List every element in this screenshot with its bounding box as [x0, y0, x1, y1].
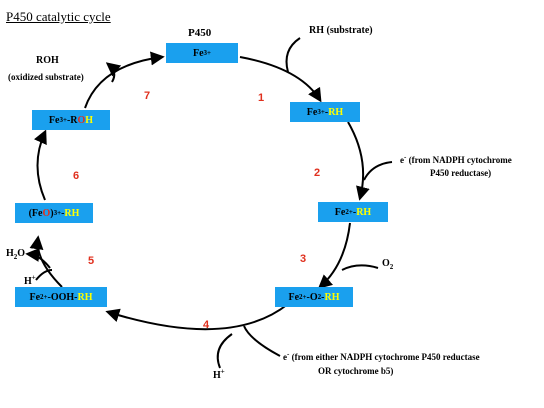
state-fe3-roh-h: H — [85, 114, 94, 126]
arrow-electron1-in — [363, 161, 393, 181]
arrow-step-6 — [33, 129, 47, 201]
state-fe2-rh-substrate: RH — [356, 206, 372, 218]
state-fe3-rh-base: Fe — [306, 106, 318, 118]
step-number-5: 5 — [88, 255, 95, 267]
arrow-proton1-in — [35, 269, 53, 281]
state-fe2-rh-base: Fe — [334, 206, 346, 218]
water-o: O — [17, 248, 26, 259]
state-feo-rh-substrate: RH — [64, 207, 80, 219]
step-number-3: 3 — [300, 253, 307, 265]
water-subscript: 2 — [13, 253, 18, 261]
arrow-electron2-in — [243, 325, 281, 357]
state-feo-rh-sep: - — [61, 207, 65, 219]
step-number-7: 7 — [144, 90, 151, 102]
electron2-source-line1: (from either NADPH cytochrome P450 reduc… — [291, 352, 480, 362]
proton2-charge: + — [220, 367, 225, 376]
state-fe3-roh-r: -R — [66, 114, 78, 126]
electron1-charge: - — [404, 153, 407, 161]
state-fe2-ooh-rh-base: Fe — [29, 291, 41, 303]
arrow-step-1 — [239, 56, 322, 103]
proton1-charge: + — [31, 273, 36, 282]
product-note: (oxidized substrate) — [8, 72, 84, 82]
state-fe2-o2-rh-oxygen: -O — [306, 291, 318, 303]
arrow-step-3 — [317, 222, 351, 289]
electron1-symbol: e — [400, 155, 404, 165]
arrow-step-5 — [29, 235, 63, 288]
state-fe2-rh-sep: - — [352, 206, 357, 218]
state-feo-rh-oxygen: O — [42, 207, 51, 219]
electron1-source-line2: P450 reductase) — [430, 168, 492, 178]
diagram-title: P450 catalytic cycle — [6, 9, 111, 24]
state-fe3-resting-base: Fe — [192, 47, 204, 59]
electron2-source-line2: OR cytochrome b5) — [318, 366, 394, 376]
arrow-step-4 — [105, 303, 289, 331]
arrow-water-out — [25, 247, 51, 269]
arrow-substrate-in — [285, 37, 301, 73]
electron2-symbol: e — [283, 352, 287, 362]
arrow-proton2-in — [216, 333, 233, 369]
electron2-label: e- (from either NADPH cytochrome P450 re… — [283, 350, 480, 363]
oxygen-subscript: 2 — [389, 263, 394, 271]
arrow-oxygen-in — [341, 264, 379, 271]
state-fe2-o2-rh-sep: - — [321, 291, 325, 303]
state-fe3-rh-substrate: RH — [328, 106, 344, 118]
step-number-6: 6 — [73, 170, 80, 182]
state-fe2-o2-rh-base: Fe — [288, 291, 300, 303]
state-fe2-ooh-rh-ooh: -OOH- — [47, 291, 78, 303]
water-label: H2O — [6, 248, 26, 261]
state-fe3-rh-sep: - — [324, 106, 329, 118]
oxygen-label: O2 — [382, 258, 394, 271]
product-label: ROH — [36, 55, 59, 66]
step-number-1: 1 — [258, 92, 265, 104]
substrate-label: RH (substrate) — [309, 25, 373, 36]
proton2-symbol: H — [213, 370, 221, 381]
proton1-symbol: H — [24, 276, 32, 287]
state-fe3-roh-base: Fe — [48, 114, 60, 126]
oxygen-symbol: O — [382, 258, 390, 269]
proton1-label: H+ — [24, 273, 36, 288]
step-number-4: 4 — [203, 319, 210, 331]
state-fe3-roh-oxygen: O — [77, 114, 86, 126]
state-feo-rh-open: (Fe — [28, 207, 43, 219]
proton2-label: H+ — [213, 367, 225, 382]
electron1-source-line1: (from NADPH cytochrome — [408, 155, 512, 165]
arrow-product-out — [105, 62, 122, 83]
water-h: H — [6, 248, 14, 259]
enzyme-label: P450 — [188, 27, 212, 39]
electron2-charge: - — [287, 350, 290, 358]
state-fe2-o2-rh-substrate: RH — [324, 291, 340, 303]
arrow-step-2 — [347, 121, 370, 201]
step-number-2: 2 — [314, 167, 321, 179]
electron1-label: e- (from NADPH cytochrome — [400, 153, 512, 166]
state-feo-rh-close: ) — [50, 207, 54, 219]
arrow-step-7 — [84, 51, 165, 109]
state-fe2-ooh-rh-substrate: RH — [77, 291, 93, 303]
